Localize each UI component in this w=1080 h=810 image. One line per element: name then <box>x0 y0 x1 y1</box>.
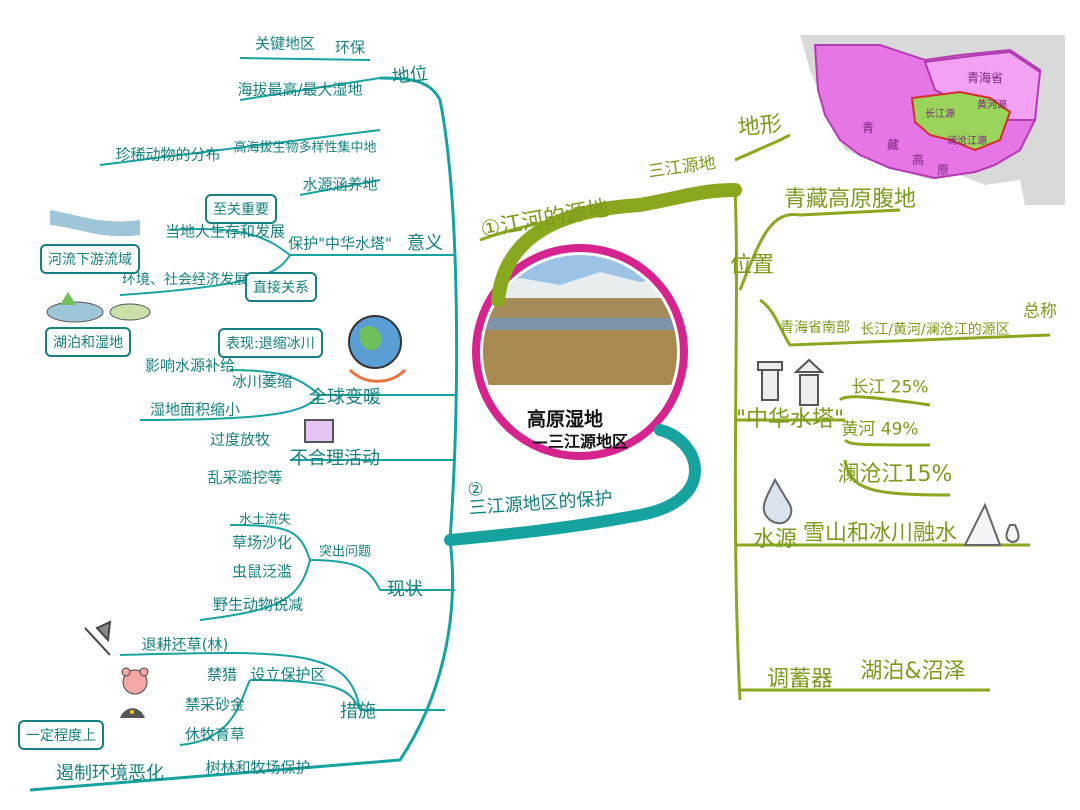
map-plateau-4: 原 <box>936 163 950 177</box>
water-source-item: 雪山和冰川融水 <box>802 521 958 546</box>
global-warming-label: 全球变暖 <box>309 387 381 408</box>
map-plateau-2: 藏 <box>886 138 900 152</box>
location-label: 位置 <box>729 253 775 278</box>
regulator-item: 湖泊&沼泽 <box>860 659 966 684</box>
effect-box: 一定程度上 <box>18 720 104 750</box>
meaning-item-4: 直接关系 <box>245 272 317 302</box>
axe-icon <box>84 620 112 656</box>
meaning-item-2: 至关重要 <box>205 194 277 224</box>
water-source-label: 水源 <box>752 527 798 552</box>
center-title: 高原湿地 <box>526 408 604 431</box>
water-tower-item-2: 黄河 49% <box>841 419 919 440</box>
map-source-b: 黄河源 <box>977 100 1007 111</box>
unreasonable-item-2: 乱采滥挖等 <box>207 468 283 487</box>
meaning-item-6: 环境、社会经济发展 <box>122 272 248 288</box>
measure-item-2: 禁猎 <box>206 665 238 684</box>
tower-icon <box>757 358 825 406</box>
cube-icon <box>304 419 334 443</box>
left-trunk <box>379 76 459 541</box>
current-label: 现状 <box>387 579 423 600</box>
status-item-4: 珍稀动物的分布 <box>115 145 221 164</box>
branch-top-underline <box>479 203 631 242</box>
problems-label: 突出问题 <box>318 544 372 560</box>
measure-item-1: 退耕还草(林) <box>141 635 229 654</box>
problem-item-2: 草场沙化 <box>231 533 293 552</box>
global-item-4: 湖泊和湿地 <box>45 327 131 357</box>
lake-illustration-icon <box>46 292 151 323</box>
global-item-5: 湿地面积缩小 <box>149 400 241 419</box>
regulator-label: 调蓄器 <box>766 667 834 692</box>
status-label: 地位 <box>390 63 429 88</box>
water-drop-icon <box>762 477 793 525</box>
global-item-3: 影响水源补给 <box>144 356 236 375</box>
global-item-2: 表现:退缩冰川 <box>218 328 323 358</box>
map-plateau-3: 高 <box>911 153 925 167</box>
map-plateau-1: 青 <box>861 121 875 135</box>
meaning-item-3: 当地人生存和发展 <box>164 222 286 241</box>
status-item-2: 环保 <box>334 38 366 57</box>
measures-label: 措施 <box>340 701 376 722</box>
map-qinghai-label: 青海省 <box>966 71 1004 85</box>
right-trunk <box>733 189 742 701</box>
location-extra: 长江/黄河/澜沧江的源区 <box>860 322 1010 338</box>
effect-label: 遏制环境恶化 <box>56 763 164 784</box>
globe-icon <box>348 315 407 383</box>
sanjiangyuan-shape <box>910 90 1012 152</box>
center-subtitle: —三江源地区 <box>531 432 629 451</box>
bear-icon <box>121 667 149 695</box>
snow-mountain-icon <box>963 502 1020 546</box>
protect-zone-label: 设立保护区 <box>250 665 326 684</box>
water-tower-item-3: 澜沧江15% <box>837 462 953 487</box>
location-item-2: 青海省南部 <box>780 320 850 336</box>
measure-item-5: 树林和牧场保护 <box>205 758 311 777</box>
measure-item-3: 禁采砂金 <box>184 695 246 714</box>
status-item-5: 高海拔生物多样性集中地 <box>233 140 377 156</box>
status-item-6: 水源涵养地 <box>302 175 378 194</box>
water-tower-item-1: 长江 25% <box>851 377 929 398</box>
status-item-3: 海拔最高/最大湿地 <box>237 80 363 99</box>
map-source-c: 澜沧江源 <box>947 136 987 147</box>
water-tower-label: "中华水塔" <box>735 407 845 432</box>
branch-bottom <box>444 424 701 546</box>
location-item-1: 青藏高原腹地 <box>783 187 917 212</box>
terrain-label: 地形 <box>736 111 784 142</box>
status-item-1: 关键地区 <box>254 34 316 53</box>
problem-item-3: 虫鼠泛滥 <box>231 562 293 581</box>
map-source-a: 长江源 <box>925 109 955 120</box>
measure-item-4: 休牧育草 <box>184 725 246 744</box>
problem-item-1: 水土流失 <box>238 512 292 528</box>
global-item-1: 冰川萎缩 <box>231 372 293 391</box>
problem-item-4: 野生动物锐减 <box>212 595 304 614</box>
meaning-item-5: 河流下游流域 <box>40 244 140 274</box>
river-illustration-icon <box>50 210 140 237</box>
rock-icon <box>120 708 145 718</box>
meaning-label: 意义 <box>407 233 443 254</box>
meaning-item-1: 保护"中华水塔" <box>288 234 392 253</box>
unreasonable-label: 不合理活动 <box>290 448 380 469</box>
unreasonable-item-1: 过度放牧 <box>209 430 271 449</box>
location-total: 总称 <box>1023 301 1057 322</box>
